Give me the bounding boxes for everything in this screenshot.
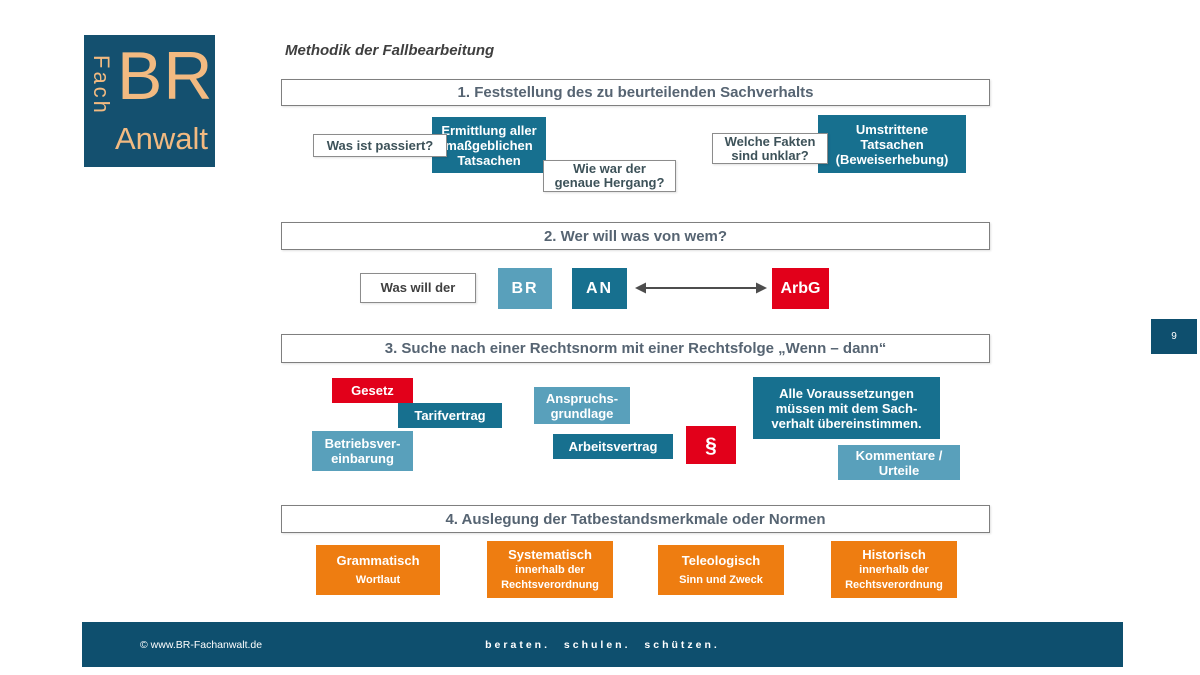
box-line: Welche Fakten bbox=[724, 133, 816, 149]
box-kommentare-urteile: Kommentare / Urteile bbox=[838, 445, 960, 480]
double-arrow-icon bbox=[635, 282, 767, 294]
box-line: maßgeblichen bbox=[445, 137, 533, 153]
box-line: Tatsachen bbox=[860, 136, 924, 152]
box-subtitle: Rechtsverordnung bbox=[845, 579, 943, 591]
box-line: Urteile bbox=[878, 462, 920, 478]
question-was-will-der: Was will der bbox=[360, 273, 476, 303]
box-subtitle: Sinn und Zweck bbox=[679, 574, 763, 586]
logo-vertical-text: Fach bbox=[89, 55, 114, 116]
box-line: müssen mit dem Sach- bbox=[775, 400, 918, 416]
box-line: verhalt übereinstimmen. bbox=[771, 415, 922, 431]
box-anspruchsgrundlage: Anspruchs- grundlage bbox=[534, 387, 630, 424]
box-teleologisch: Teleologisch Sinn und Zweck bbox=[658, 545, 784, 595]
box-title: Historisch bbox=[862, 547, 926, 562]
box-betriebsvereinbarung: Betriebsver- einbarung bbox=[312, 431, 413, 471]
box-subtitle: Wortlaut bbox=[355, 574, 401, 586]
question-welche-fakten: Welche Fakten sind unklar? bbox=[712, 133, 828, 164]
page-title: Methodik der Fallbearbeitung bbox=[285, 42, 495, 59]
box-line: Alle Voraussetzungen bbox=[779, 385, 914, 401]
footer-motto: beraten. schulen. schützen. bbox=[485, 638, 720, 651]
box-systematisch: Systematisch innerhalb der Rechtsverordn… bbox=[487, 541, 613, 598]
question-was-ist-passiert: Was ist passiert? bbox=[313, 134, 447, 157]
box-line: sind unklar? bbox=[731, 147, 809, 163]
box-title: Systematisch bbox=[508, 547, 592, 562]
box-subtitle: innerhalb der bbox=[859, 564, 929, 576]
box-historisch: Historisch innerhalb der Rechtsverordnun… bbox=[831, 541, 957, 598]
section-header-1: 1. Feststellung des zu beurteilenden Sac… bbox=[281, 79, 990, 106]
box-tarifvertrag: Tarifvertrag bbox=[398, 403, 502, 428]
box-gesetz: Gesetz bbox=[332, 378, 413, 403]
box-line: grundlage bbox=[550, 405, 614, 421]
actor-an: AN bbox=[572, 268, 627, 309]
box-line: Ermittlung aller bbox=[441, 122, 537, 138]
section-header-4: 4. Auslegung der Tatbestandsmerkmale ode… bbox=[281, 505, 990, 533]
page-number-tab: 9 bbox=[1151, 319, 1197, 354]
box-title: Teleologisch bbox=[681, 553, 761, 568]
box-arbeitsvertrag: Arbeitsvertrag bbox=[553, 434, 673, 459]
actor-arbg: ArbG bbox=[772, 268, 829, 309]
box-paragraph-symbol: § bbox=[686, 426, 736, 464]
box-subtitle: Rechtsverordnung bbox=[501, 579, 599, 591]
footer-copyright: © www.BR-Fachanwalt.de bbox=[140, 638, 263, 651]
box-line: Umstrittene bbox=[855, 121, 929, 137]
section-header-2: 2. Wer will was von wem? bbox=[281, 222, 990, 250]
box-line: Wie war der bbox=[573, 161, 646, 176]
box-subtitle: innerhalb der bbox=[515, 564, 585, 576]
box-line: Tatsachen bbox=[457, 152, 521, 168]
actor-br: BR bbox=[498, 268, 552, 309]
box-ermittlung-tatsachen: Ermittlung aller maßgeblichen Tatsachen bbox=[432, 117, 546, 173]
box-title: Grammatisch bbox=[336, 553, 420, 568]
box-voraussetzungen: Alle Voraussetzungen müssen mit dem Sach… bbox=[753, 377, 940, 439]
box-umstrittene-tatsachen: Umstrittene Tatsachen (Beweiserhebung) bbox=[818, 115, 966, 173]
box-line: einbarung bbox=[331, 451, 394, 466]
box-line: Anspruchs- bbox=[545, 390, 619, 406]
footer-bar: © www.BR-Fachanwalt.de beraten. schulen.… bbox=[82, 622, 1123, 667]
logo-sub-text: Anwalt bbox=[114, 121, 208, 156]
section-header-3: 3. Suche nach einer Rechtsnorm mit einer… bbox=[281, 334, 990, 363]
box-line: genaue Hergang? bbox=[554, 175, 665, 190]
brand-logo: Fach BR Anwalt bbox=[84, 35, 215, 167]
logo-main-text: BR bbox=[117, 38, 214, 114]
box-line: (Beweiserhebung) bbox=[835, 151, 949, 167]
box-grammatisch: Grammatisch Wortlaut bbox=[316, 545, 440, 595]
box-line: Kommentare / bbox=[855, 447, 943, 463]
question-genauer-hergang: Wie war der genaue Hergang? bbox=[543, 160, 676, 192]
box-line: Betriebsver- bbox=[324, 436, 401, 451]
